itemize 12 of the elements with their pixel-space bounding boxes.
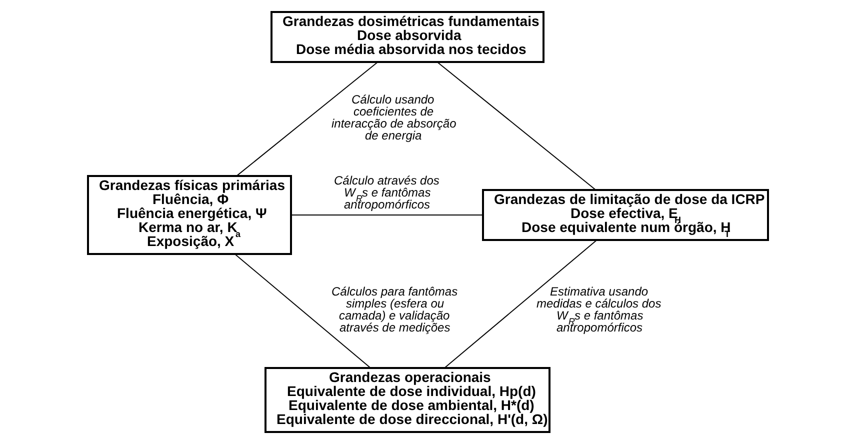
node-box: Grandezas dosimétricas fundamentais Dose absorvida Dose média absorvida nos tecidos — [270, 11, 544, 63]
edge-label: Cálculo usando coeficientes de interacção de absorção de energia — [332, 92, 456, 143]
connector — [236, 62, 378, 176]
connector — [290, 214, 484, 216]
connector — [436, 62, 596, 190]
node-box: Grandezas físicas primárias Fluência, Φ Fluência energética, Ψ Kerma no ar, K$_{a}$ Exposição, X — [87, 175, 292, 255]
connector — [444, 240, 598, 368]
edge-label: Cálculo através dos W$_{R}$s e fantômas antropomórficos — [334, 174, 440, 212]
node-box: Grandezas operacionais Equivalente de dose individual, Hp(d) Equivalente de dose ambiental, H*(d) Equivalente de dose direccional, H'(d, Ω) — [264, 367, 550, 433]
edge-label: Estimativa usando medidas e cálculos dos W$_{R}$s e fantômas antropomórficos — [536, 284, 662, 335]
connector — [234, 254, 371, 368]
edge-label: Cálculos para fantômas simples (esfera ou camada) e validação através de medições — [332, 284, 458, 335]
